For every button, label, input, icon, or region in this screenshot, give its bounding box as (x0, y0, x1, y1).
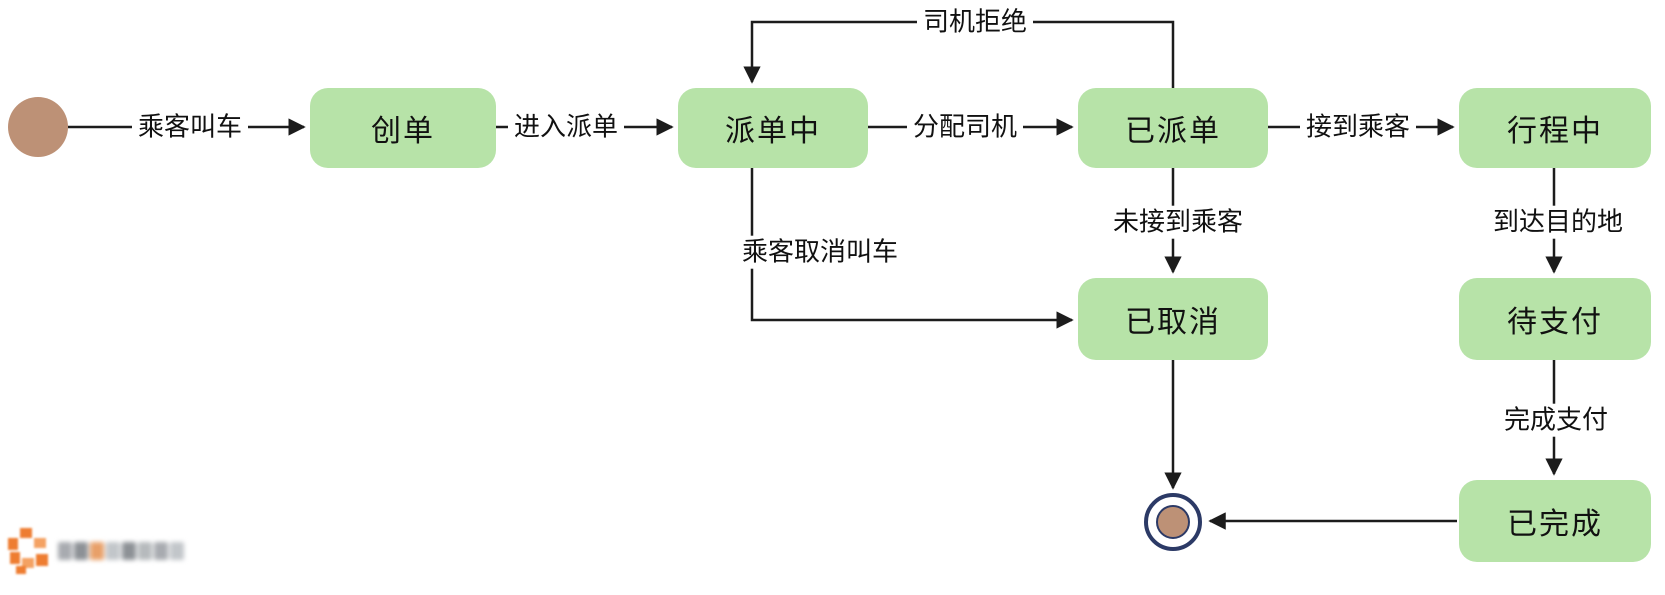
final-state-node (1144, 493, 1202, 551)
watermark-pixel (106, 542, 120, 560)
state-node-label: 创单 (371, 115, 435, 148)
edge-label-driver-reject: 司机拒绝 (916, 5, 1034, 39)
watermark-icon (8, 528, 48, 574)
watermark-pixel (74, 542, 88, 560)
edge-passenger-cancel (750, 168, 1074, 329)
state-node-pending-payment: 待支付 (1459, 278, 1651, 360)
edge-label-not-picked-up: 未接到乘客 (1106, 205, 1250, 239)
state-node-in-trip: 行程中 (1459, 88, 1651, 168)
watermark-logo (8, 528, 184, 574)
state-node-dispatching: 派单中 (678, 88, 868, 168)
state-node-label: 已完成 (1507, 508, 1603, 541)
edge-label-arrive-destination: 到达目的地 (1486, 205, 1630, 239)
final-state-core (1156, 505, 1190, 539)
edge-label-enter-dispatch: 进入派单 (507, 110, 625, 144)
watermark-pixel (122, 542, 136, 560)
watermark-pixel (154, 542, 168, 560)
watermark-pixel (90, 542, 104, 560)
state-node-cancelled: 已取消 (1078, 278, 1268, 360)
state-node-label: 行程中 (1507, 115, 1603, 148)
state-node-label: 派单中 (725, 115, 821, 148)
state-node-label: 已取消 (1125, 306, 1221, 339)
initial-state-node (8, 97, 68, 157)
state-node-dispatched: 已派单 (1078, 88, 1268, 168)
state-node-create-order: 创单 (310, 88, 496, 168)
edge-label-assign-driver: 分配司机 (906, 110, 1024, 144)
edge-label-passenger-cancel: 乘客取消叫车 (735, 235, 905, 269)
edge-label-passenger-call: 乘客叫车 (131, 110, 249, 144)
state-node-label: 已派单 (1125, 115, 1221, 148)
watermark-pixel (138, 542, 152, 560)
watermark-pixel (58, 542, 72, 560)
state-node-label: 待支付 (1507, 306, 1603, 339)
state-node-completed: 已完成 (1459, 480, 1651, 562)
edge-label-complete-payment: 完成支付 (1497, 403, 1615, 437)
watermark-pixel (170, 542, 184, 560)
edge-label-pickup-passenger: 接到乘客 (1299, 110, 1417, 144)
watermark-blurred-text (58, 542, 184, 560)
